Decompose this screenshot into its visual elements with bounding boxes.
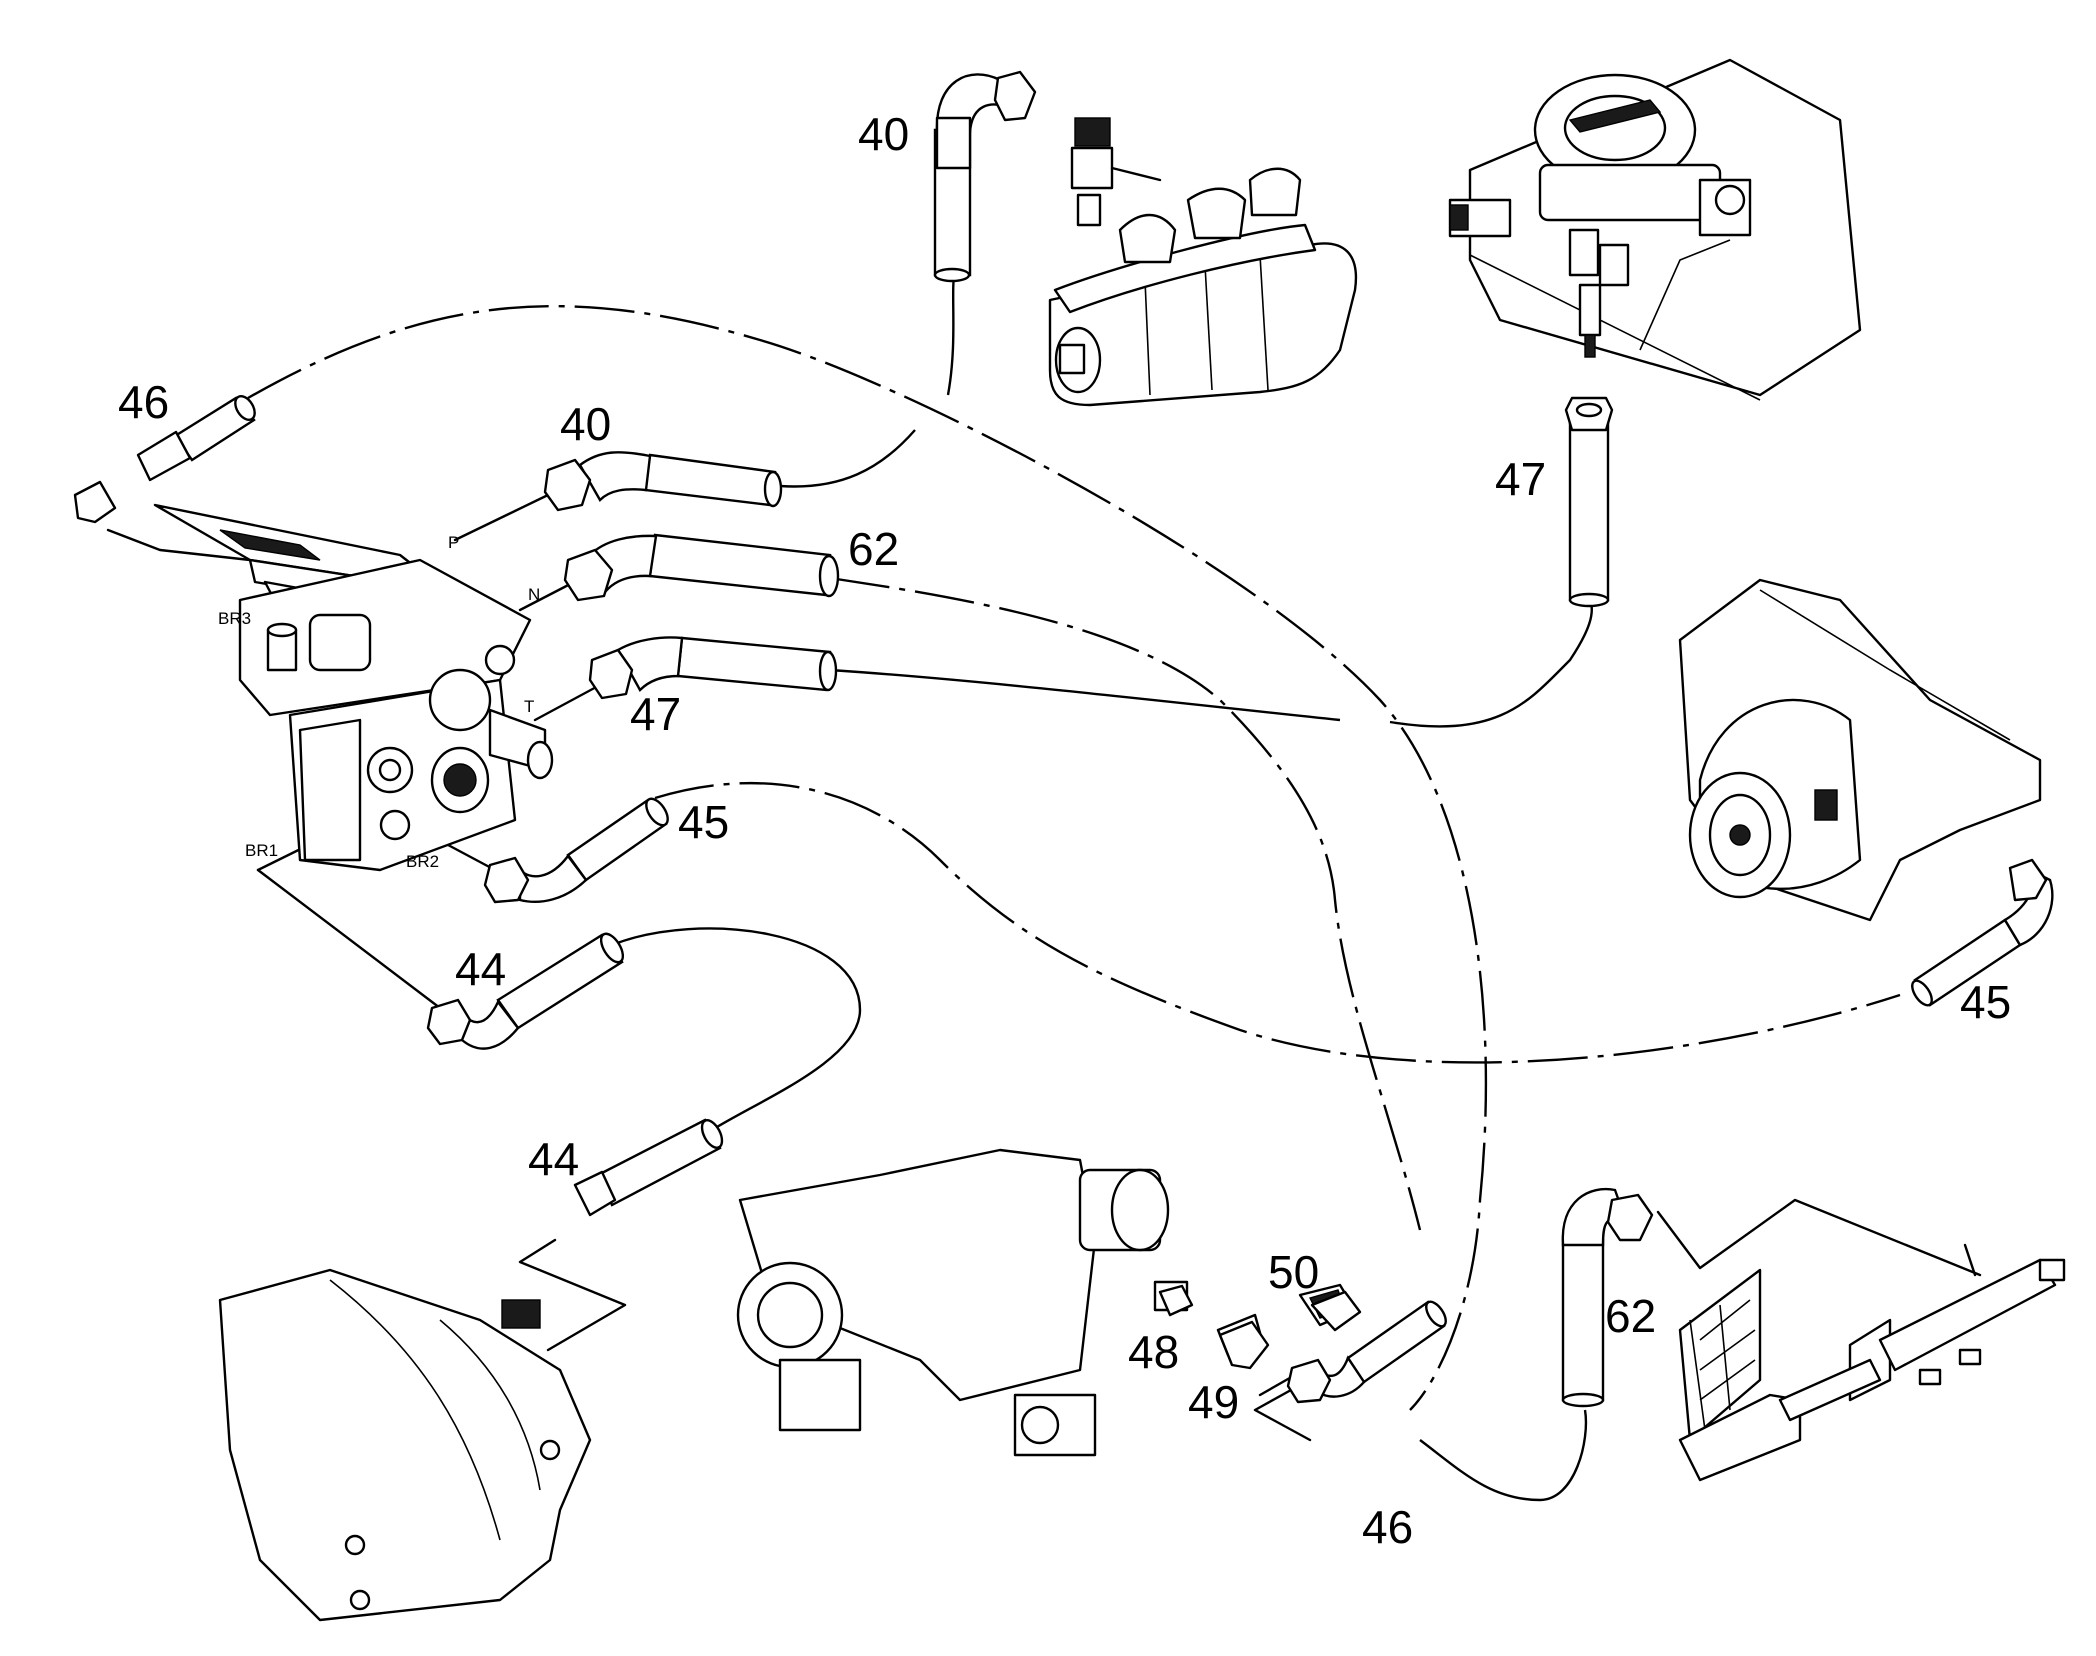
callout-62-mid: 62	[848, 523, 899, 575]
hose-62-mid	[563, 533, 840, 602]
callout-40-top: 40	[858, 108, 909, 160]
hose-44-lower	[573, 1118, 724, 1217]
hose-62-bottom	[1561, 1187, 1654, 1408]
port-label-br1: BR1	[245, 841, 278, 860]
port-label-br2: BR2	[406, 852, 439, 871]
hose-45-mid	[483, 797, 669, 904]
brake-valve-assembly	[153, 503, 554, 872]
callout-50: 50	[1268, 1246, 1319, 1298]
callout-40-mid: 40	[560, 398, 611, 450]
port-label-t: T	[524, 697, 534, 716]
callout-45-right: 45	[1960, 976, 2011, 1028]
hose-46-bottom	[1286, 1300, 1447, 1404]
route-line-46	[247, 304, 1488, 1411]
callout-47-right: 47	[1495, 453, 1546, 505]
callout-46-left: 46	[118, 376, 169, 428]
route-line-45	[654, 781, 1901, 1064]
axle-right	[1678, 578, 2042, 922]
valve-block	[1448, 58, 1862, 401]
hose-47-right	[1564, 396, 1614, 608]
hose-45-right	[1911, 858, 2054, 1007]
port-label-br3: BR3	[218, 609, 251, 628]
hydraulic-pump	[1048, 117, 1358, 407]
callout-44-upper: 44	[455, 943, 506, 995]
hose-40-top	[933, 70, 1037, 283]
gearbox-bottom-left	[218, 1268, 592, 1622]
callout-62-bottom: 62	[1605, 1290, 1656, 1342]
hose-46-left	[73, 394, 256, 524]
route-line-62	[829, 576, 1422, 1231]
callout-45-mid: 45	[678, 796, 729, 848]
fitting-48	[1158, 1284, 1194, 1317]
cap-50	[1310, 1290, 1362, 1332]
hose-44-upper	[426, 932, 625, 1050]
route-line-62b	[1419, 1409, 1588, 1502]
callout-46-bottom: 46	[1362, 1501, 1413, 1553]
tee-fitting-49	[1218, 1320, 1270, 1370]
hose-47-mid	[588, 636, 838, 700]
callout-48: 48	[1128, 1326, 1179, 1378]
port-label-n: N	[528, 585, 540, 604]
port-label-p: P	[448, 533, 459, 552]
callout-44-lower: 44	[528, 1133, 579, 1185]
route-line-40	[779, 269, 957, 488]
callout-49: 49	[1188, 1376, 1239, 1428]
hose-40-mid	[543, 451, 783, 512]
manifold-bottom-right	[1678, 1258, 2066, 1482]
route-line-44	[611, 927, 862, 1132]
axle-center	[736, 1148, 1357, 1457]
route-line-47	[829, 599, 1593, 728]
callout-47-mid: 47	[630, 688, 681, 740]
